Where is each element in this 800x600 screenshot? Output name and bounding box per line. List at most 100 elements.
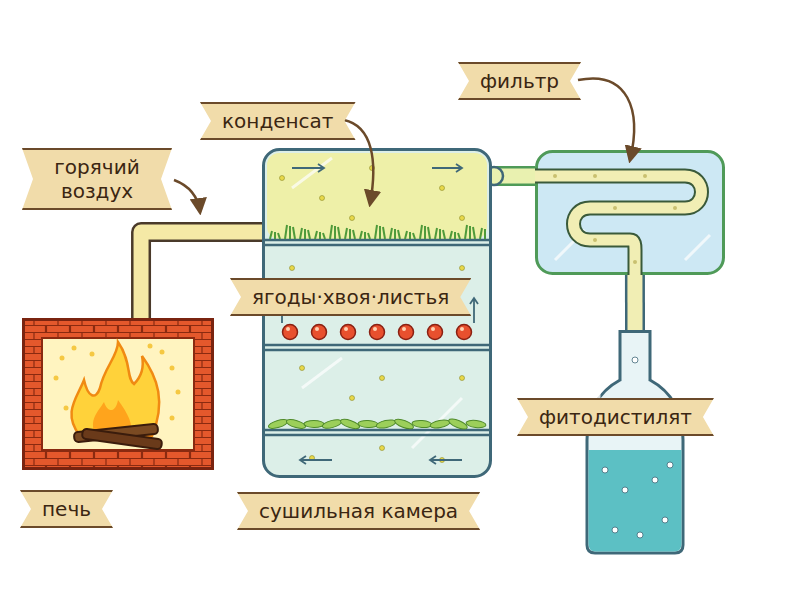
- drawing-circle: [662, 517, 668, 523]
- drawing-circle: [380, 446, 385, 451]
- stove: печь: [22, 318, 214, 470]
- drawing-path: [535, 176, 702, 275]
- callout-label: конденсат: [200, 102, 356, 140]
- drawing-circle: [370, 325, 385, 340]
- drawing-circle: [652, 477, 658, 483]
- drawing-path: [430, 456, 462, 464]
- drawing-circle: [667, 462, 673, 468]
- drawing-ellipse: [267, 418, 288, 431]
- drawing-ellipse: [375, 418, 396, 429]
- drawing-circle: [373, 327, 377, 331]
- drawing-circle: [170, 416, 175, 421]
- drawing-circle: [637, 532, 643, 538]
- drawing-path: [265, 240, 489, 435]
- drawing-circle: [553, 174, 557, 178]
- drawing-circle: [460, 327, 464, 331]
- drawing-circle: [457, 325, 472, 340]
- drawing-circle: [300, 366, 305, 371]
- drawing-rect: [82, 428, 163, 449]
- drawing-ellipse: [447, 417, 468, 431]
- drawing-circle: [428, 325, 443, 340]
- drawing-circle: [54, 376, 59, 381]
- drawing-circle: [160, 350, 165, 355]
- drawing-rect: [42, 338, 194, 450]
- drawing-circle: [344, 327, 348, 331]
- pipe-wall: [625, 275, 645, 330]
- drawing-path: [589, 450, 682, 552]
- drawing-circle: [440, 186, 445, 191]
- drawing-path: [270, 225, 485, 239]
- drawing-circle: [320, 196, 325, 201]
- drawing-ellipse: [466, 419, 487, 428]
- ribbon-label: фитодистилят: [517, 398, 714, 436]
- drawing-ellipse: [412, 420, 433, 429]
- drawing-circle: [673, 206, 677, 210]
- drawing-circle: [643, 174, 647, 178]
- drawing-circle: [60, 356, 65, 361]
- pipe-inner: [627, 275, 642, 330]
- leader-arrow: [174, 180, 200, 212]
- distillate-bottle-outline: [585, 330, 685, 555]
- drawing-rect: [24, 320, 213, 469]
- drawing-ellipse: [430, 419, 451, 430]
- drawing-circle: [602, 467, 608, 473]
- drawing-path: [300, 456, 332, 464]
- ribbon-label: ягоды·хвоя·листья: [230, 278, 471, 316]
- drawing-circle: [402, 327, 406, 331]
- drawing-circle: [286, 327, 290, 331]
- drawing-circle: [90, 352, 95, 357]
- drawing-circle: [315, 327, 319, 331]
- drawing-circle: [593, 238, 597, 242]
- drawing-circle: [72, 346, 77, 351]
- drawing-circle: [613, 206, 617, 210]
- drawing-circle: [290, 266, 295, 271]
- drawing-ellipse: [393, 417, 414, 431]
- drying-chamber: ягоды·хвоя·листьясушильная камера: [262, 148, 492, 478]
- drawing-rect: [267, 153, 487, 239]
- pipe: [485, 167, 535, 185]
- drawing-path: [535, 176, 702, 275]
- edge-label: горячий воздух: [22, 148, 172, 210]
- drawing-ellipse: [358, 420, 378, 428]
- leader-arrow: [344, 120, 373, 204]
- drawing-circle: [170, 366, 175, 371]
- leader-arrow: [578, 78, 634, 160]
- drawing-circle: [460, 216, 465, 221]
- drawing-circle: [350, 216, 355, 221]
- drawing-circle: [460, 376, 465, 381]
- drawing-path: [71, 342, 159, 436]
- drawing-ellipse: [304, 420, 324, 427]
- drawing-circle: [622, 487, 628, 493]
- drawing-path: [292, 164, 324, 172]
- drawing-circle: [460, 266, 465, 271]
- filter-coil-outline: [535, 150, 725, 275]
- filter-coil: фильтр: [535, 150, 725, 275]
- ribbon-label: фильтр: [458, 62, 581, 100]
- drawing-circle: [148, 344, 153, 349]
- drawing-circle: [312, 325, 327, 340]
- drawing-path: [587, 332, 683, 554]
- drawing-circle: [350, 396, 355, 401]
- drawing-circle: [341, 325, 356, 340]
- drawing-circle: [370, 166, 375, 171]
- drawing-circle: [612, 527, 618, 533]
- drawing-circle: [280, 176, 285, 181]
- stove-outline: [22, 318, 214, 470]
- drawing-circle: [593, 174, 597, 178]
- drawing-ellipse: [339, 417, 360, 430]
- pipe: [634, 275, 635, 330]
- drawing-circle: [633, 260, 637, 264]
- ribbon-label: сушильная камера: [237, 492, 480, 530]
- drawing-circle: [399, 325, 414, 340]
- drawing-path: [432, 164, 462, 172]
- drawing-circle: [380, 376, 385, 381]
- drawing-ellipse: [321, 418, 342, 430]
- drawing-circle: [64, 406, 69, 411]
- drawing-circle: [176, 390, 181, 395]
- drawing-ellipse: [285, 418, 306, 431]
- ribbon-label: печь: [20, 490, 113, 528]
- drawing-circle: [431, 327, 435, 331]
- drawing-circle: [632, 357, 638, 363]
- distillate-bottle: фитодистилят: [585, 330, 685, 555]
